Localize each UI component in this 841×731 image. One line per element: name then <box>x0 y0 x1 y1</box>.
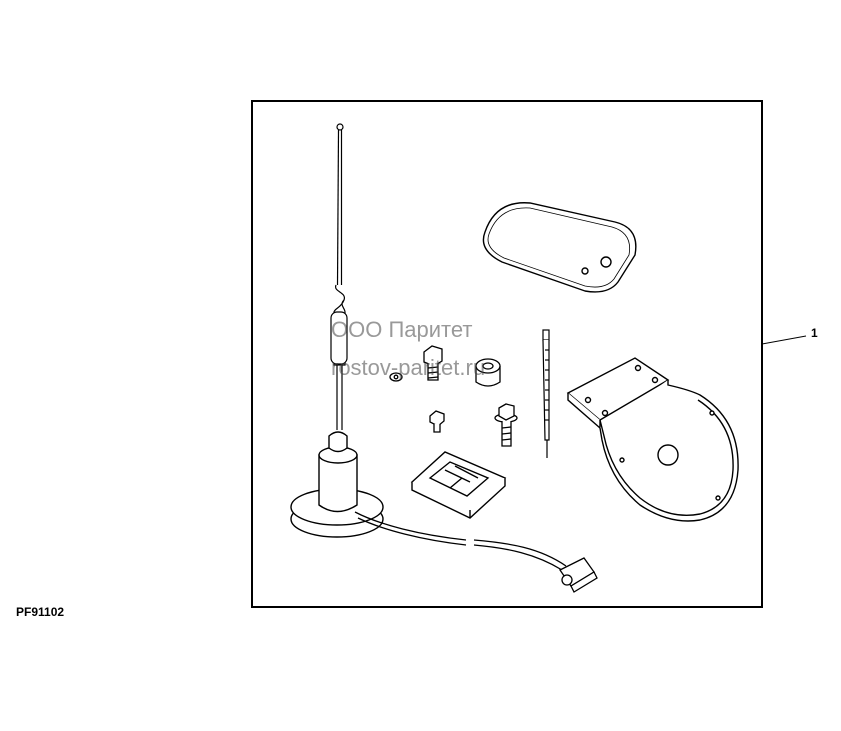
flange-bolt <box>494 403 518 447</box>
mounting-gasket <box>482 202 637 293</box>
callout-leader <box>761 335 807 345</box>
antenna-bracket <box>566 357 739 522</box>
hex-nut <box>389 372 403 382</box>
coax-cable <box>354 511 567 571</box>
antenna-magnetic-base <box>290 431 384 538</box>
hex-bolt <box>423 345 443 381</box>
watermark-company: ООО Паритет <box>331 317 473 342</box>
cable-tie <box>542 329 550 458</box>
watermark-url: rostov-paritet.ru <box>331 355 486 380</box>
tie-mount-pad <box>410 451 507 519</box>
cable-connector <box>559 557 598 593</box>
callout-number: 1 <box>811 326 818 340</box>
spacer-bushing <box>475 358 501 387</box>
small-screw <box>429 410 445 433</box>
antenna-whip <box>330 123 348 430</box>
figure-id: PF91102 <box>16 605 65 619</box>
figure-frame <box>251 100 763 608</box>
